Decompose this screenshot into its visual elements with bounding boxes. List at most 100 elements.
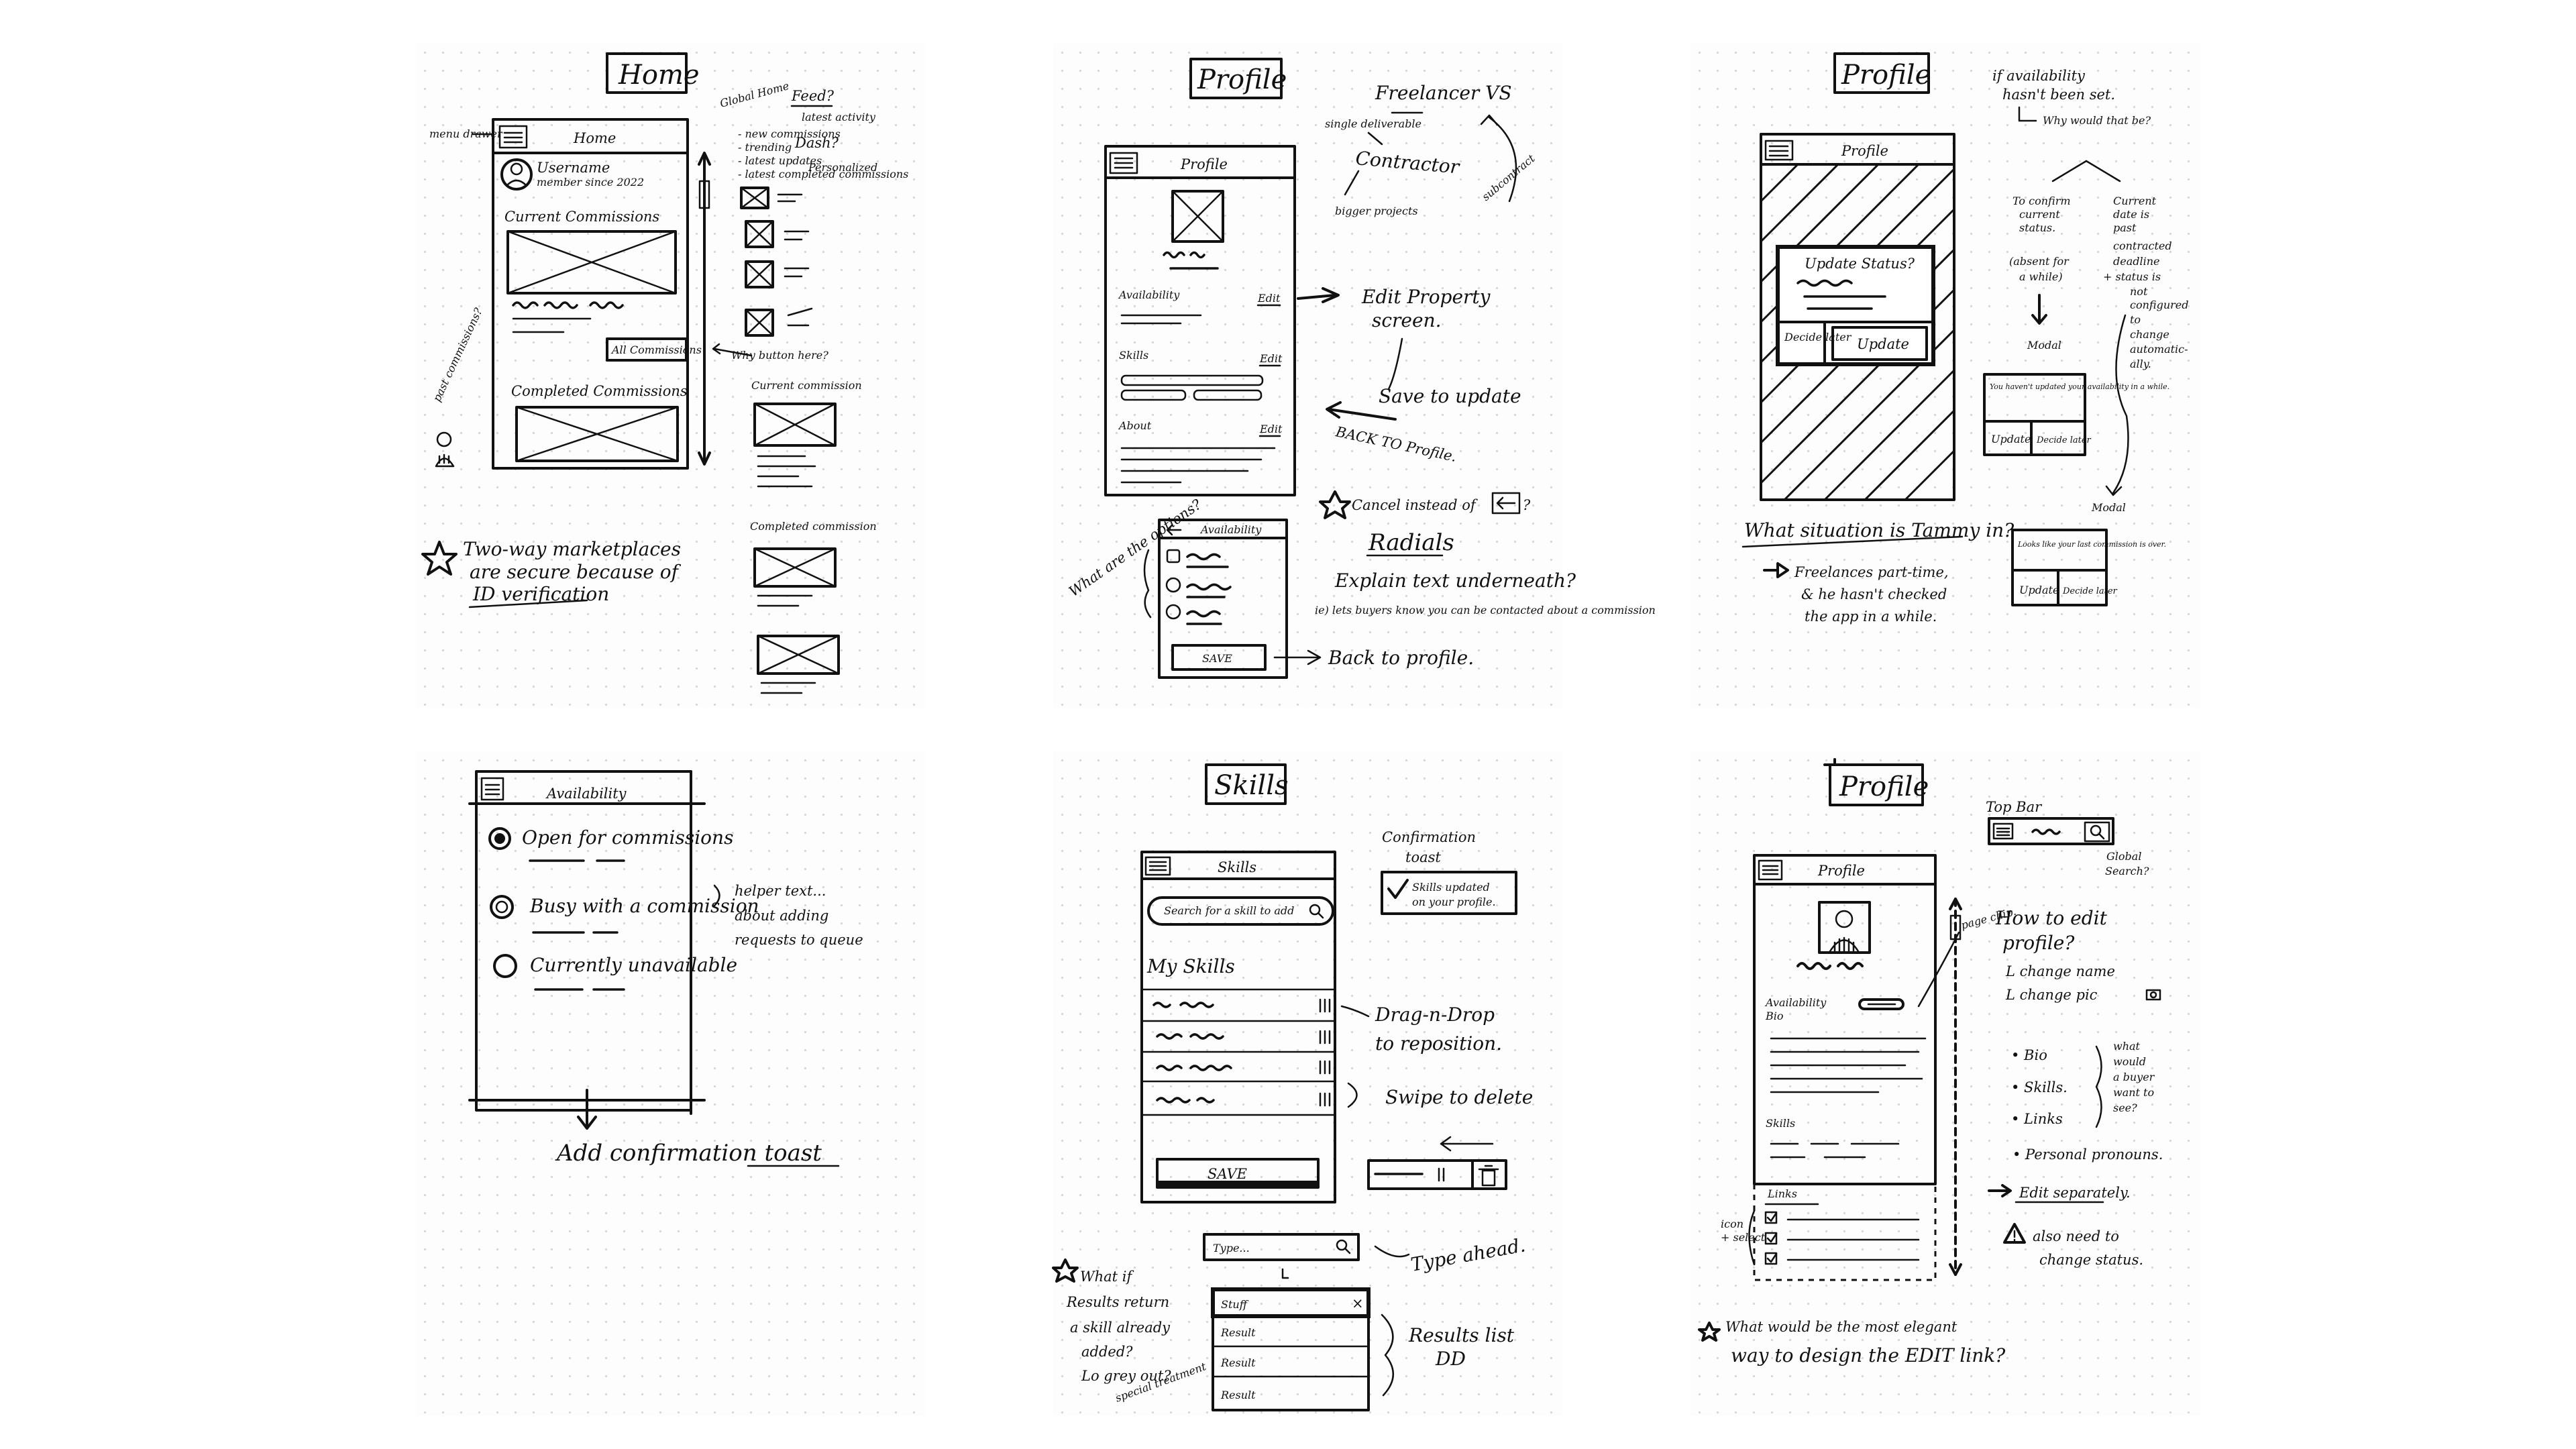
close-icon[interactable]: × (1352, 1295, 1364, 1311)
availability-option[interactable]: Currently unavailable (530, 954, 737, 976)
sheet-profile-modal (1690, 44, 2200, 708)
title-box (1189, 58, 1283, 99)
buyer-note: a buyer (2113, 1071, 2155, 1083)
edit-link[interactable]: Edit (1259, 352, 1283, 365)
skill-row[interactable] (1140, 1060, 1336, 1083)
result-item[interactable]: Result (1220, 1356, 1256, 1369)
type-ahead-note: Type ahead. (1409, 1234, 1527, 1275)
current-date-line: change (2130, 328, 2169, 341)
mini-update-button[interactable]: Update (1991, 433, 2031, 445)
menu-icon[interactable] (1144, 856, 1171, 876)
avatar-icon[interactable] (1818, 901, 1871, 954)
update-button[interactable] (1831, 326, 1928, 361)
latest-activity: latest activity (802, 111, 876, 123)
result-item[interactable]: Result (1220, 1326, 1256, 1339)
radio-icon[interactable] (488, 827, 511, 850)
screen-title: Profile (1841, 143, 1888, 159)
arrow (1988, 1184, 2012, 1197)
radio-icon[interactable] (1165, 577, 1181, 593)
divider (1776, 321, 1935, 366)
arrow (1326, 401, 1397, 421)
decide-later-button[interactable]: Decide later (1784, 331, 1852, 343)
save-button-shadow (1157, 1181, 1318, 1187)
mini-decide-later-button[interactable]: Decide later (2036, 435, 2092, 445)
trash-icon[interactable] (1478, 1165, 1499, 1187)
arrow (1340, 1005, 1370, 1018)
freelances-line: Freelances part-time, (1794, 564, 1949, 580)
freelances-line: & he hasn't checked (1801, 586, 1947, 602)
availability-option[interactable]: Open for commissions (522, 826, 733, 849)
my-skills-heading: My Skills (1146, 955, 1235, 977)
sketch-availability: Availability Open for commissions Busy w… (468, 770, 863, 1167)
mini-update-button[interactable]: Update (2019, 584, 2059, 596)
skill-row[interactable] (1140, 988, 1336, 1022)
result-item[interactable]: Result (1220, 1389, 1256, 1401)
brace (1347, 1082, 1358, 1108)
menu-icon[interactable] (1764, 140, 1794, 161)
sketch-title: Home (618, 60, 700, 91)
menu-drawer-note: menu drawer (429, 127, 503, 140)
camera-icon (2145, 989, 2161, 1001)
drag-handle-icon (1438, 1167, 1445, 1182)
feed-item (745, 260, 810, 288)
current-date-line: ally. (2130, 358, 2151, 370)
placeholder-image-icon (757, 635, 840, 675)
sketch-title: Profile (1839, 771, 1929, 802)
toast-text: Skills updated (1412, 881, 1490, 894)
toast-sketch (1381, 871, 1517, 915)
star-icon (421, 541, 458, 576)
back-arrow-icon[interactable] (1166, 524, 1182, 536)
update-status-modal (1776, 245, 1935, 366)
skill-row[interactable] (1140, 1092, 1336, 1116)
checkmark-icon (1387, 879, 1409, 899)
bio-label: Bio (1765, 1010, 1784, 1022)
helper-text-note: about adding (735, 908, 828, 924)
availability-option[interactable]: Busy with a commission (529, 895, 759, 917)
subcontract-note: subcontract (1479, 152, 1538, 203)
menu-icon[interactable] (480, 777, 504, 801)
radio-icon[interactable] (490, 895, 514, 919)
all-commissions-label: All Commissions (610, 343, 702, 356)
question-mark: ? (1523, 497, 1531, 513)
current-date-line: to (2130, 313, 2141, 326)
past-commissions-note: past commissions? (430, 306, 485, 404)
result-item[interactable]: Stuff (1221, 1298, 1249, 1311)
title-box (1833, 52, 1930, 94)
radio-icon[interactable] (1166, 549, 1181, 564)
current-date-line: deadline (2113, 255, 2160, 268)
results-list-note: Results list (1408, 1324, 1515, 1346)
brace (713, 884, 720, 907)
menu-icon[interactable] (1758, 859, 1783, 881)
feed-item (740, 186, 803, 209)
scroll-thumb (698, 180, 710, 209)
how-to-edit-note: How to edit (1995, 907, 2108, 929)
menu-icon[interactable] (1109, 152, 1138, 174)
skill-row[interactable] (1140, 1030, 1336, 1053)
why-note: Why would that be? (2043, 114, 2151, 127)
bullet-item: • Bio (2011, 1047, 2047, 1063)
radio-icon[interactable] (1165, 604, 1181, 620)
checkbox-icon[interactable] (1764, 1252, 1778, 1265)
mini-decide-later-button[interactable]: Decide later (2062, 586, 2118, 596)
result-item-highlighted[interactable] (1211, 1287, 1371, 1318)
freelances-line: the app in a while. (1805, 608, 1937, 625)
menu-icon[interactable] (498, 125, 528, 149)
phone-frame (492, 118, 689, 470)
edit-link[interactable]: Edit (1257, 292, 1281, 305)
checkbox-icon[interactable] (1764, 1232, 1778, 1245)
avatar-icon (500, 158, 533, 191)
type-ahead-input[interactable] (1203, 1233, 1360, 1261)
back-to-profile-note: BACK TO Profile. (1334, 423, 1458, 465)
screen-title: Skills (1218, 859, 1256, 875)
edit-separately-note: Edit separately. (2019, 1185, 2131, 1201)
avatar-icon (435, 431, 455, 468)
edit-link[interactable]: Edit (1259, 423, 1283, 435)
skill-search-input[interactable] (1147, 896, 1334, 926)
global-search-note: Global (2106, 850, 2141, 863)
all-commissions-button[interactable] (606, 337, 688, 362)
checkbox-icon[interactable] (1764, 1211, 1778, 1224)
radio-icon[interactable] (493, 954, 517, 978)
radials-note: Radials (1368, 529, 1454, 556)
save-button[interactable] (1171, 644, 1267, 671)
current-date-line: not (2130, 285, 2148, 298)
